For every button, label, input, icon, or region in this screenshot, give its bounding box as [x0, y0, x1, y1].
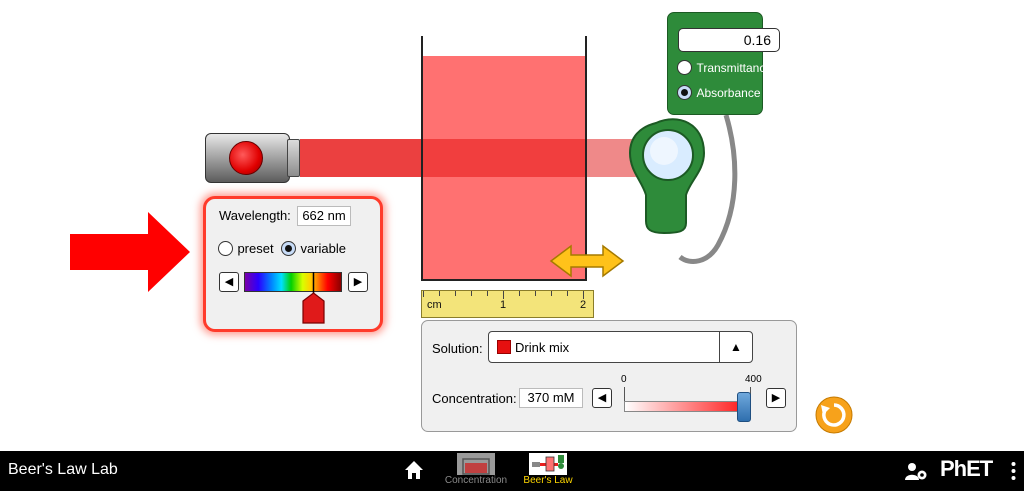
- left-arrow-icon: ◀: [597, 392, 607, 404]
- absorbance-option[interactable]: Absorbance: [677, 84, 761, 102]
- transmittance-label: Transmittance: [696, 61, 773, 75]
- ruler-mark-2: 2: [580, 299, 587, 311]
- screen-tab-beers-law-label: Beer's Law: [523, 475, 573, 486]
- screen-tab-concentration-label: Concentration: [444, 475, 508, 486]
- app-title: Beer's Law Lab: [8, 461, 118, 478]
- detector-probe[interactable]: [628, 115, 748, 265]
- wavelength-slider-thumb[interactable]: [301, 271, 326, 325]
- preset-label: preset: [237, 241, 274, 256]
- cuvette-width-drag-arrow-icon[interactable]: [549, 244, 625, 278]
- detector-readout: 0.16: [678, 28, 780, 52]
- phet-logo[interactable]: PhET: [940, 456, 993, 482]
- reset-all-button[interactable]: [815, 396, 853, 434]
- pointer-arrow-icon: [70, 212, 190, 292]
- absorbance-label: Absorbance: [696, 86, 761, 100]
- phet-logo-text: PhET: [940, 456, 993, 481]
- concentration-value: 370 mM: [519, 388, 583, 408]
- screen-tab-concentration[interactable]: Concentration: [440, 453, 512, 486]
- more-options-icon[interactable]: [1011, 461, 1016, 481]
- variable-label: variable: [300, 241, 346, 256]
- solution-color-swatch: [497, 340, 511, 354]
- wavelength-slider-track[interactable]: [244, 272, 342, 292]
- light-toggle-button[interactable]: [229, 141, 263, 175]
- ruler[interactable]: cm 1 2: [421, 290, 594, 318]
- preset-radio[interactable]: [218, 241, 233, 257]
- concentration-decrement-button[interactable]: ◀: [592, 388, 612, 408]
- preset-option[interactable]: preset: [218, 240, 274, 258]
- solution-selected-name: Drink mix: [515, 340, 570, 355]
- wavelength-label: Wavelength:: [219, 208, 291, 223]
- concentration-screen-icon: [457, 453, 495, 475]
- transmittance-option[interactable]: Transmittance: [677, 59, 772, 77]
- ruler-unit: cm: [427, 299, 442, 311]
- wavelength-decrement-button[interactable]: ◀: [219, 272, 239, 292]
- solution-label: Solution:: [432, 341, 483, 356]
- light-source-nozzle: [287, 139, 300, 177]
- wavelength-increment-button[interactable]: ▶: [348, 272, 368, 292]
- light-beam-in-solution: [423, 139, 585, 177]
- navigation-bar: [0, 451, 1024, 491]
- variable-radio[interactable]: [281, 241, 296, 257]
- solution-combo-box[interactable]: [488, 331, 753, 363]
- concentration-slider-track[interactable]: [624, 401, 750, 412]
- wavelength-value: 662 nm: [297, 206, 351, 226]
- concentration-min-label: 0: [621, 374, 627, 385]
- wavelength-panel: [203, 196, 383, 332]
- ruler-mark-1: 1: [500, 299, 507, 311]
- left-arrow-icon: ◀: [224, 276, 234, 288]
- absorbance-radio[interactable]: [677, 85, 692, 101]
- concentration-label: Concentration:: [432, 391, 517, 406]
- triangle-up-icon: ▲: [730, 340, 742, 354]
- user-settings-icon[interactable]: [904, 461, 928, 481]
- solution-dropdown-button[interactable]: ▲: [719, 332, 752, 362]
- transmittance-radio[interactable]: [677, 60, 692, 76]
- home-icon[interactable]: [404, 460, 424, 480]
- screen-tab-beers-law[interactable]: Beer's Law: [512, 453, 584, 486]
- beers-law-screen-icon: [529, 453, 567, 475]
- concentration-slider-thumb[interactable]: [737, 392, 751, 422]
- concentration-increment-button[interactable]: ▶: [766, 388, 786, 408]
- variable-option[interactable]: variable: [281, 240, 346, 258]
- concentration-max-label: 400: [745, 374, 762, 385]
- cuvette: [421, 36, 587, 281]
- right-arrow-icon: ▶: [353, 276, 363, 288]
- right-arrow-icon: ▶: [771, 392, 781, 404]
